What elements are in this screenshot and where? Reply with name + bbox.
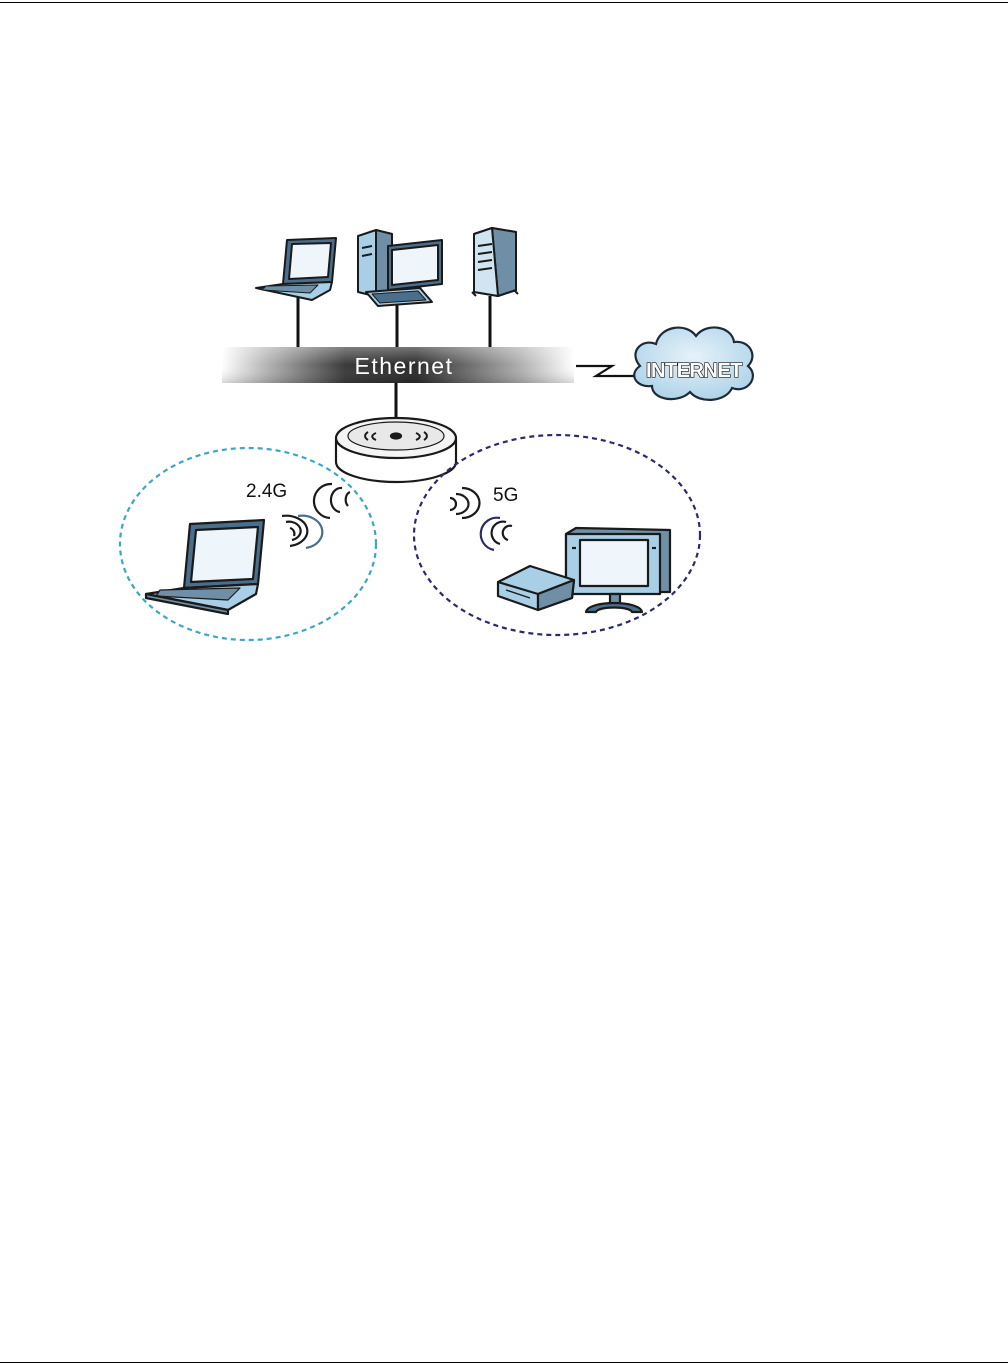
wireless-signal-icon [282, 484, 350, 548]
laptop-icon [146, 520, 264, 614]
set-top-box-icon [498, 566, 574, 610]
access-point-icon [336, 418, 456, 482]
internet-label: INTERNET [646, 360, 742, 382]
desktop-computer-icon [358, 230, 442, 306]
ethernet-bus: Ethernet [222, 347, 574, 383]
laptop-icon [256, 238, 336, 300]
server-tower-icon [472, 228, 518, 296]
internet-link [576, 366, 634, 376]
television-icon [566, 528, 670, 612]
cloud-icon: INTERNET [634, 327, 753, 399]
band-label-5g: 5G [493, 485, 518, 506]
bottom-rule [0, 1362, 1008, 1363]
ethernet-label: Ethernet [355, 353, 454, 379]
band-label-2-4g: 2.4G [246, 481, 287, 502]
